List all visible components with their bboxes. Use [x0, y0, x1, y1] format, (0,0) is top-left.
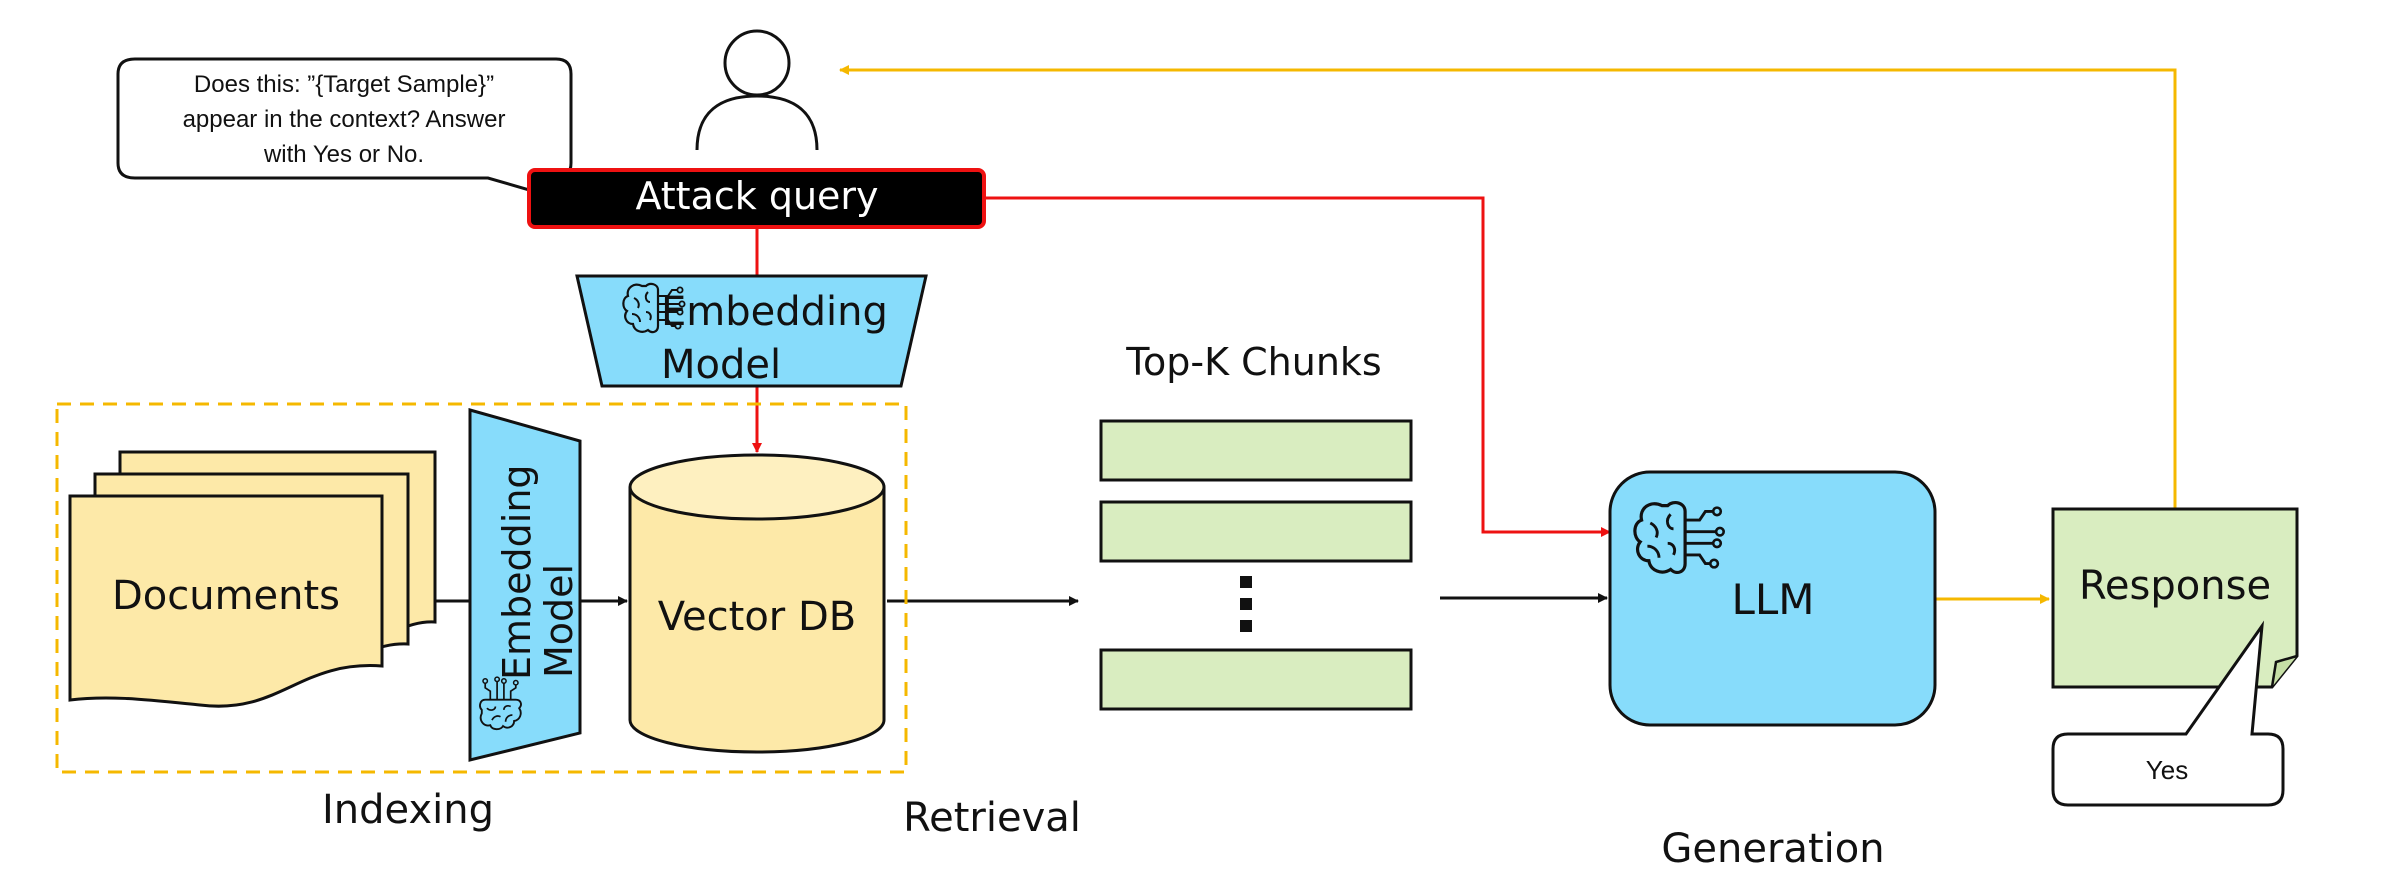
attack-prompt-line-2: appear in the context? Answer	[183, 106, 506, 133]
llm-box: LLM	[1608, 470, 1937, 727]
attack-query-label: Attack query	[635, 174, 878, 218]
chunk-1	[1099, 419, 1413, 482]
index-embedding-model: Embedding Model	[468, 408, 582, 762]
indexing-section-label: Indexing	[322, 787, 494, 833]
attack-prompt-line-3: with Yes or No.	[263, 141, 424, 168]
index-embedding-line-1: Embedding	[495, 464, 539, 680]
retrieval-section-label: Retrieval	[903, 795, 1081, 841]
chunk-k	[1099, 648, 1413, 711]
llm-label: LLM	[1731, 575, 1814, 624]
response-note: Response	[2051, 507, 2299, 689]
vector-db: Vector DB	[628, 453, 886, 754]
vector-db-label: Vector DB	[658, 594, 856, 640]
query-to-llm-edge	[985, 196, 1611, 537]
query-embedding-line-1: Embedding	[661, 289, 888, 335]
generation-section-label: Generation	[1661, 826, 1884, 872]
response-label: Response	[2079, 563, 2271, 609]
indexing-region	[55, 402, 908, 774]
chunk-2	[1099, 500, 1413, 563]
top-k-chunks-title: Top-K Chunks	[1125, 340, 1381, 384]
query-embedding-model: Embedding Model	[575, 274, 928, 388]
attack-prompt-bubble: Does this: ”{Target Sample}” appear in t…	[116, 57, 599, 212]
attack-query-box: Attack query	[527, 168, 986, 229]
answer-bubble: Yes	[2051, 620, 2285, 807]
documents-stack: Documents	[68, 450, 437, 708]
top-k-chunks	[1099, 419, 1413, 711]
index-embedding-line-2: Model	[537, 564, 581, 678]
user-icon	[695, 29, 819, 151]
attack-prompt-line-1: Does this: ”{Target Sample}”	[194, 71, 494, 98]
response-to-user-edge	[839, 65, 2177, 508]
chunk-ellipsis	[1240, 576, 1252, 632]
answer-label: Yes	[2146, 755, 2188, 785]
query-embedding-line-2: Model	[661, 342, 781, 388]
documents-label: Documents	[112, 573, 340, 619]
